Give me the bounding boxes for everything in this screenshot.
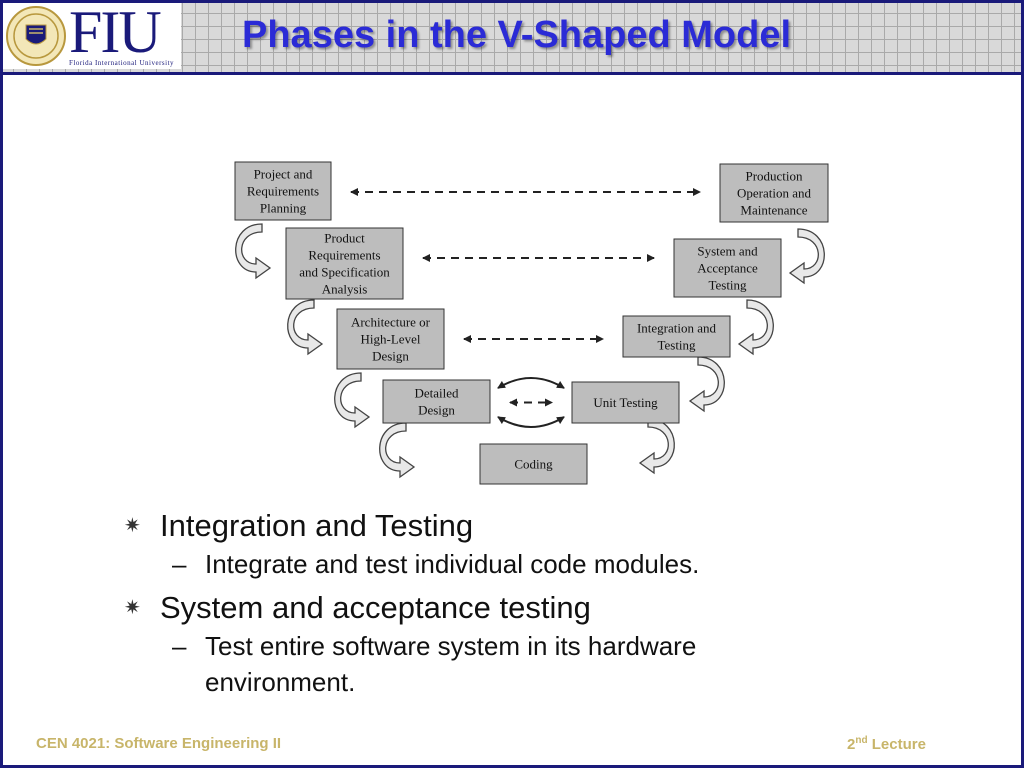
sub-bullet: – Test entire software system in its har… bbox=[120, 628, 900, 700]
lecture-word: Lecture bbox=[871, 736, 926, 753]
left-phase-3-label: High-Level bbox=[361, 332, 421, 347]
phase-boxes: Project andRequirementsPlanningProductRe… bbox=[234, 161, 829, 485]
bullet-text: System and acceptance testing bbox=[160, 590, 591, 625]
sub-bullet: – Integrate and test individual code mod… bbox=[120, 546, 900, 582]
sub-bullet-text-continued: environment. bbox=[205, 667, 356, 697]
lower-arc-arrow bbox=[497, 416, 565, 428]
right-phase-3-box bbox=[622, 315, 731, 358]
right-phase-3-label: Testing bbox=[657, 338, 696, 353]
transition-arrow-icon bbox=[334, 372, 371, 429]
bullet-system-acceptance: ✷ System and acceptance testing bbox=[120, 588, 900, 628]
university-seal-icon bbox=[6, 6, 66, 66]
phase-transition-arrows bbox=[235, 223, 825, 479]
left-phase-1-label: Project and bbox=[254, 167, 313, 182]
fiu-logo: FIU Florida International University bbox=[3, 0, 181, 69]
left-phase-2-label: Product bbox=[324, 231, 365, 246]
dash-bullet-icon: – bbox=[172, 631, 187, 661]
right-phase-4-box bbox=[571, 381, 680, 424]
lecture-suffix: nd bbox=[855, 735, 868, 746]
sub-bullet-text: Integrate and test individual code modul… bbox=[205, 549, 700, 579]
right-phase-2-label: System and bbox=[697, 244, 758, 259]
bullet-list: ✷ Integration and Testing – Integrate an… bbox=[120, 500, 900, 700]
right-phase-3-label: Integration and bbox=[637, 321, 717, 336]
left-phase-4-label: Detailed bbox=[414, 386, 459, 401]
left-phase-1-label: Requirements bbox=[247, 184, 319, 199]
left-phase-4-box bbox=[382, 379, 491, 424]
right-phase-1-label: Production bbox=[745, 169, 803, 184]
footer-course: CEN 4021: Software Engineering II bbox=[36, 735, 282, 752]
left-phase-1-box bbox=[234, 161, 332, 221]
transition-arrow-icon bbox=[788, 228, 825, 285]
slide-header: FIU Florida International University Pha… bbox=[0, 0, 1024, 75]
right-phase-2-label: Testing bbox=[708, 278, 747, 293]
footer-lecture: 2nd Lecture bbox=[847, 735, 926, 753]
left-phase-2-label: Analysis bbox=[322, 282, 368, 297]
transition-arrow-icon bbox=[379, 422, 416, 479]
lecture-number: 2 bbox=[847, 736, 856, 753]
coding-phase: Coding bbox=[479, 443, 588, 485]
coding-phase-label: Coding bbox=[514, 457, 553, 472]
upper-arc-arrow bbox=[497, 377, 565, 389]
transition-arrow-icon bbox=[737, 299, 774, 356]
verification-links bbox=[350, 188, 701, 428]
transition-arrow-icon bbox=[235, 223, 272, 280]
asterisk-bullet-icon: ✷ bbox=[124, 597, 141, 619]
left-phase-2-label: Requirements bbox=[308, 248, 380, 263]
transition-arrow-icon bbox=[638, 418, 675, 475]
left-phase-3-box bbox=[336, 308, 445, 370]
coding-phase-box bbox=[479, 443, 588, 485]
left-phase-3-label: Architecture or bbox=[351, 315, 431, 330]
left-phase-4-label: Design bbox=[418, 403, 455, 418]
left-phase-1-label: Planning bbox=[260, 201, 307, 216]
logo-university-name: Florida International University bbox=[69, 59, 175, 67]
left-phase-3-label: Design bbox=[372, 349, 409, 364]
right-phase-2-label: Acceptance bbox=[697, 261, 758, 276]
right-phase-4-label: Unit Testing bbox=[593, 395, 658, 410]
right-phase-2-box bbox=[673, 238, 782, 298]
right-phase-1-label: Operation and bbox=[737, 186, 812, 201]
slide-title: Phases in the V-Shaped Model bbox=[242, 14, 792, 56]
left-phase-2-label: and Specification bbox=[299, 265, 390, 280]
left-phase-2-box bbox=[285, 227, 404, 300]
transition-arrow-icon bbox=[688, 356, 725, 413]
right-phase-4: Unit Testing bbox=[571, 381, 680, 424]
logo-wordmark: FIU bbox=[69, 0, 162, 65]
asterisk-bullet-icon: ✷ bbox=[124, 515, 141, 537]
dash-bullet-icon: – bbox=[172, 549, 187, 579]
right-phase-1-label: Maintenance bbox=[740, 203, 807, 218]
sub-bullet-text: Test entire software system in its hardw… bbox=[205, 631, 697, 661]
bullet-text: Integration and Testing bbox=[160, 508, 474, 543]
bullet-integration: ✷ Integration and Testing bbox=[120, 506, 900, 546]
transition-arrow-icon bbox=[287, 299, 324, 356]
right-phase-1-box bbox=[719, 163, 829, 223]
